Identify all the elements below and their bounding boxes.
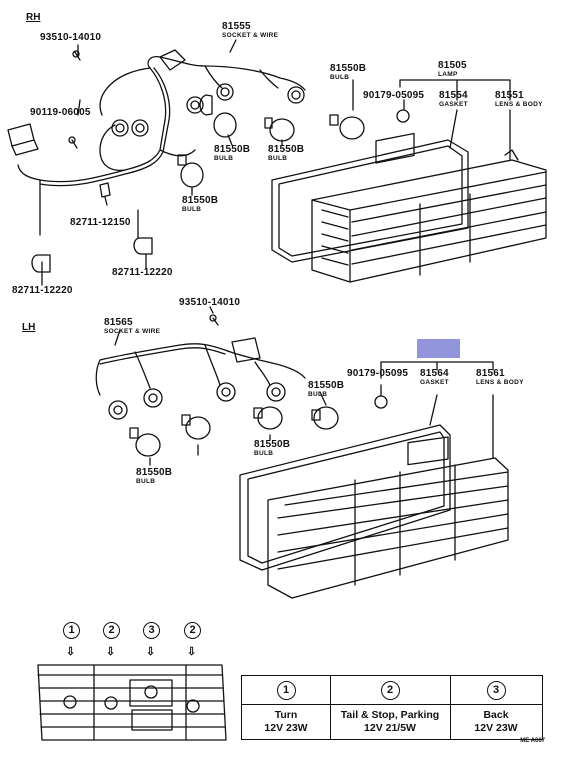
selection-highlight[interactable]: [417, 339, 460, 358]
legend-divider: [242, 704, 542, 705]
part-82711-12150: 82711-12150: [70, 217, 131, 228]
legend-col-2: 2 Tail & Stop, Parking 12V 21/5W: [330, 676, 450, 739]
legend-num-1: 1: [276, 681, 296, 700]
rh-gasket: [271, 139, 469, 263]
part-81550b-rh-b-code: 81550B: [214, 144, 251, 155]
part-81550b-rh-b: 81550B BULB: [214, 145, 250, 163]
arrow-down-icon: ⇩: [66, 646, 76, 658]
part-82711-12220-a: 82711-12220: [112, 267, 173, 278]
part-81564-desc: GASKET: [420, 379, 449, 386]
arrow-down-icon: ⇩: [187, 646, 197, 658]
part-81550b-rh-a-desc: BULB: [330, 74, 350, 81]
part-81505-desc: LAMP: [438, 71, 458, 78]
part-81505-code: 81505: [438, 60, 467, 71]
part-81550b-lh-b-code: 81550B: [254, 439, 291, 450]
part-81505: 81505 LAMP: [438, 61, 467, 79]
section-label-lh: LH: [22, 322, 36, 333]
part-81551-desc: LENS & BODY: [495, 101, 543, 108]
legend-col-1: 1 Turn 12V 23W: [242, 676, 330, 739]
bulb-legend-table: 1 Turn 12V 23W 2 Tail & Stop, Parking 12…: [241, 675, 543, 740]
lh-lens-body: [267, 457, 509, 599]
lh-gasket: [239, 424, 451, 571]
legend-num-3: 3: [486, 681, 506, 700]
front-number-1: 1: [63, 622, 80, 639]
rh-bulbs: [177, 94, 365, 188]
part-93510-rh: 93510-14010: [40, 32, 102, 43]
part-81550b-lh-a-desc: BULB: [308, 391, 328, 398]
part-81551: 81551 LENS & BODY: [495, 91, 543, 109]
front-view-lamp: [37, 664, 227, 741]
part-81554: 81554 GASKET: [439, 91, 468, 109]
front-number-3: 3: [143, 622, 160, 639]
part-90179-lh: 90179-05095: [347, 368, 409, 379]
part-82711-12220-b: 82711-12220: [12, 285, 73, 296]
legend-spec-3: 12V 23W: [474, 722, 518, 734]
part-81561-code: 81561: [476, 368, 505, 379]
section-label-rh: RH: [26, 12, 41, 23]
part-81550b-rh-d: 81550B BULB: [182, 196, 218, 214]
part-81550b-lh-b: 81550B BULB: [254, 440, 290, 458]
part-81550b-rh-d-code: 81550B: [182, 195, 219, 206]
part-81550b-rh-c: 81550B BULB: [268, 145, 304, 163]
part-81564-code: 81564: [420, 368, 449, 379]
arrow-down-icon: ⇩: [106, 646, 116, 658]
lh-socket-group: [108, 382, 286, 420]
part-81550b-rh-c-code: 81550B: [268, 144, 305, 155]
part-90179-rh: 90179-05095: [363, 90, 425, 101]
arrow-down-icon: ⇩: [146, 646, 156, 658]
legend-spec-2: 12V 21/5W: [364, 722, 416, 734]
part-81555-desc: SOCKET & WIRE: [222, 32, 279, 39]
part-81561-desc: LENS & BODY: [476, 379, 524, 386]
legend-name-2: Tail & Stop, Parking: [340, 709, 440, 721]
legend-spec-1: 12V 23W: [264, 722, 308, 734]
part-81561: 81561 LENS & BODY: [476, 369, 524, 387]
lh-bulbs: [129, 406, 339, 457]
rh-socket-group: [111, 83, 305, 137]
part-81564: 81564 GASKET: [420, 369, 449, 387]
part-81550b-rh-a: 81550B BULB: [330, 64, 366, 82]
part-81550b-lh-b-desc: BULB: [254, 450, 274, 457]
legend-name-1: Turn: [274, 709, 298, 721]
part-81565-desc: SOCKET & WIRE: [104, 328, 161, 335]
part-81554-code: 81554: [439, 90, 468, 101]
part-81550b-rh-c-desc: BULB: [268, 155, 288, 162]
legend-num-2: 2: [380, 681, 400, 700]
part-81550b-rh-a-code: 81550B: [330, 63, 367, 74]
part-81550b-lh-a-code: 81550B: [308, 380, 345, 391]
part-81550b-lh-a: 81550B BULB: [308, 381, 344, 399]
part-81555-code: 81555: [222, 21, 251, 32]
rh-lens-body: [311, 159, 547, 283]
part-81565: 81565 SOCKET & WIRE: [104, 318, 160, 336]
part-81565-code: 81565: [104, 317, 133, 328]
figure-reference-code: ME A667: [520, 738, 545, 744]
legend-divider: [450, 676, 451, 739]
part-81551-code: 81551: [495, 90, 524, 101]
part-90119: 90119-06005: [30, 107, 91, 118]
part-81555: 81555 SOCKET & WIRE: [222, 22, 278, 40]
part-81550b-rh-b-desc: BULB: [214, 155, 234, 162]
legend-col-3: 3 Back 12V 23W: [450, 676, 542, 739]
front-number-2a: 2: [103, 622, 120, 639]
front-number-2b: 2: [184, 622, 201, 639]
legend-divider: [330, 676, 331, 739]
part-81550b-rh-d-desc: BULB: [182, 206, 202, 213]
part-81550b-lh-c-code: 81550B: [136, 467, 173, 478]
part-93510-lh: 93510-14010: [179, 297, 241, 308]
lh-wire-harness: [99, 343, 306, 379]
part-81550b-lh-c-desc: BULB: [136, 478, 156, 485]
legend-name-3: Back: [483, 709, 509, 721]
part-81550b-lh-c: 81550B BULB: [136, 468, 172, 486]
part-81554-desc: GASKET: [439, 101, 468, 108]
